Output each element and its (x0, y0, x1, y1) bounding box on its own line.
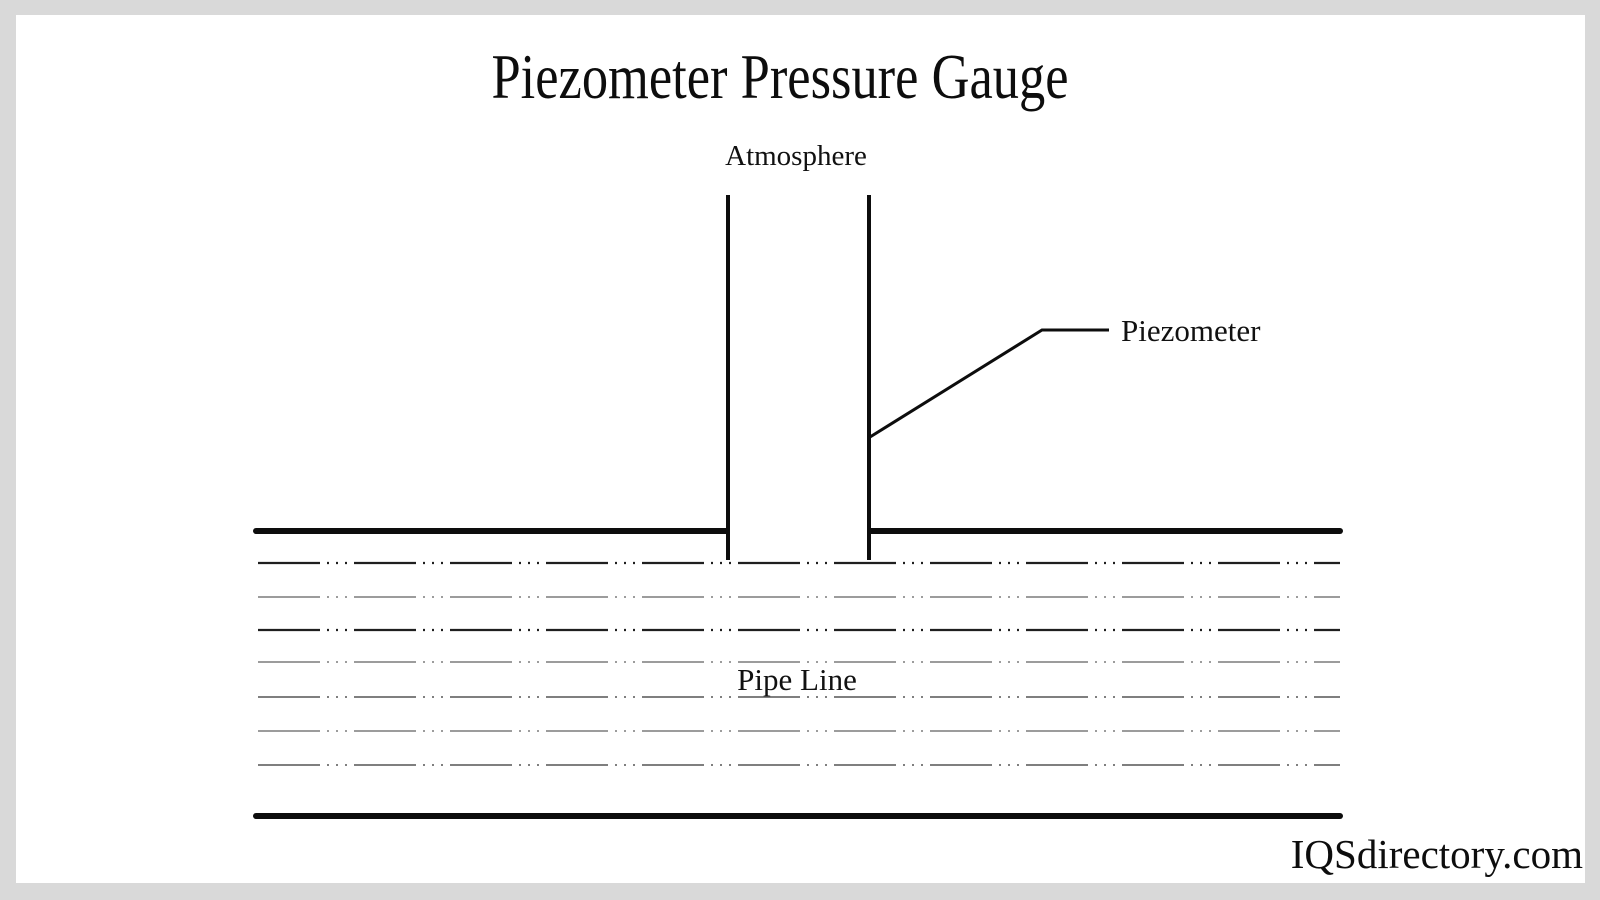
diagram-canvas (16, 15, 1585, 883)
site-watermark: IQSdirectory.com (1290, 831, 1583, 877)
piezometer-leader-line (869, 328, 1109, 439)
atmosphere-label: Atmosphere (725, 140, 867, 172)
diagram-title: Piezometer Pressure Gauge (491, 41, 1069, 112)
piezometer-label: Piezometer (1121, 313, 1261, 348)
pipe-line-label: Pipe Line (737, 662, 857, 697)
